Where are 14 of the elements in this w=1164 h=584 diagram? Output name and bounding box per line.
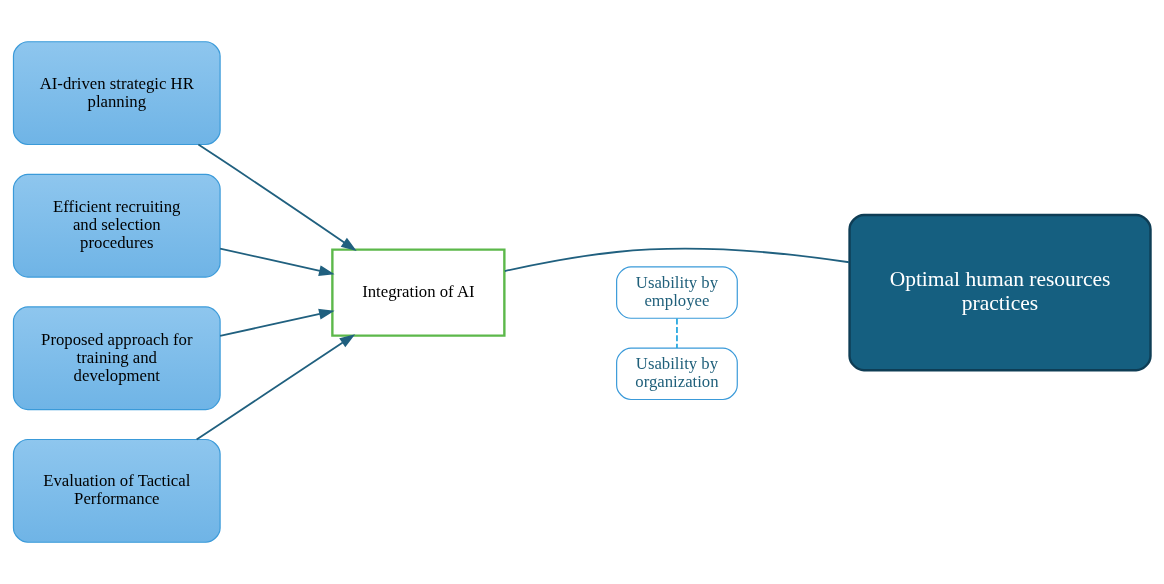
arrow xyxy=(219,308,335,337)
connector xyxy=(503,247,850,272)
node-box: Integration of AI xyxy=(331,248,506,337)
arrow xyxy=(219,247,335,277)
connector xyxy=(676,317,678,349)
node-box: Evaluation of Tactical Performance xyxy=(12,438,221,543)
node-box: AI-driven strategic HR planning xyxy=(12,41,221,146)
node-box: Usability by employee xyxy=(616,266,738,319)
node-box: Optimal human resources practices xyxy=(848,213,1152,372)
node-box: Usability by organization xyxy=(616,347,738,401)
arrow xyxy=(197,143,357,251)
node-box: Proposed approach for training and development xyxy=(12,306,221,411)
arrow xyxy=(195,334,356,441)
node-box: Efficient recruiting and selection procedures xyxy=(12,173,221,278)
